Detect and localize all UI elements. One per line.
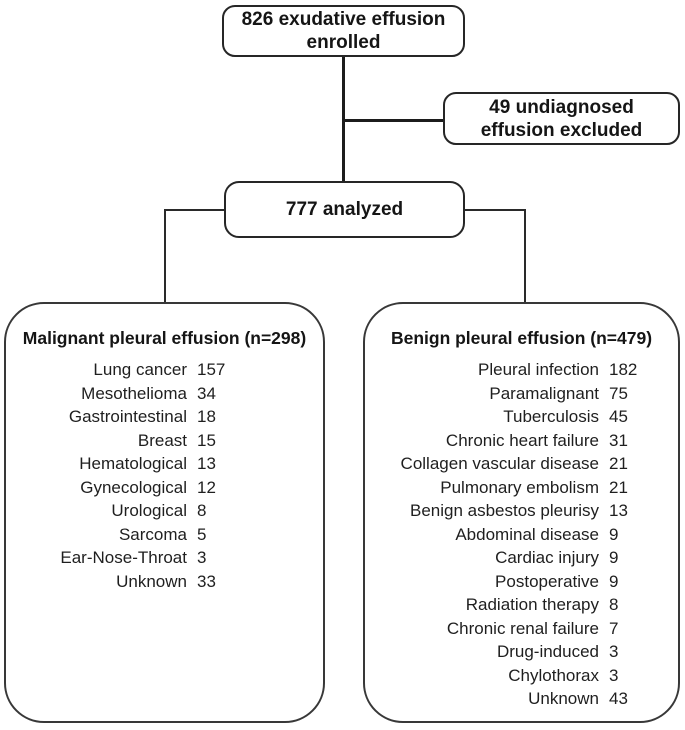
category-count: 9 xyxy=(609,524,619,544)
category-count: 182 xyxy=(609,360,638,379)
excluded-box-line1: 49 undiagnosed xyxy=(489,96,634,118)
list-item: Gastrointestinal 18 xyxy=(6,405,323,429)
list-item: Unknown 33 xyxy=(6,570,323,594)
list-item: Pulmonary embolism 21 xyxy=(365,476,678,500)
list-item: Gynecological 12 xyxy=(6,476,323,500)
category-count: 21 xyxy=(609,454,628,473)
category-label: Gastrointestinal xyxy=(68,407,187,426)
category-count: 5 xyxy=(197,524,207,544)
category-count: 13 xyxy=(609,501,628,520)
category-label: Chylothorax xyxy=(508,665,599,685)
category-count: 34 xyxy=(197,383,216,403)
list-item: Benign asbestos pleurisy 13 xyxy=(365,499,678,523)
excluded-box-line2: effusion excluded xyxy=(480,119,643,141)
category-count: 3 xyxy=(609,665,619,685)
category-count: 3 xyxy=(197,548,207,567)
category-label: Pleural infection xyxy=(478,360,599,379)
list-item: Breast 15 xyxy=(6,429,323,453)
category-count: 3 xyxy=(609,642,619,661)
list-item: Cardiac injury 9 xyxy=(365,546,678,570)
category-label: Pulmonary embolism xyxy=(440,477,599,497)
list-item: Chylothorax 3 xyxy=(365,664,678,688)
category-count: 21 xyxy=(609,477,628,497)
list-item: Unknown 43 xyxy=(365,687,678,711)
list-item: Paramalignant 75 xyxy=(365,382,678,406)
category-count: 18 xyxy=(197,407,216,426)
category-label: Unknown xyxy=(528,689,599,708)
category-label: Gynecological xyxy=(80,477,187,497)
category-count: 43 xyxy=(609,689,628,708)
category-count: 45 xyxy=(609,407,628,426)
list-item: Ear-Nose-Throat 3 xyxy=(6,546,323,570)
enrolled-box: 826 exudative effusion enrolled xyxy=(222,5,465,57)
category-label: Postoperative xyxy=(495,571,599,591)
list-item: Radiation therapy 8 xyxy=(365,593,678,617)
list-item: Drug-induced 3 xyxy=(365,640,678,664)
list-item: Chronic renal failure 7 xyxy=(365,617,678,641)
connector-branch-to-excluded xyxy=(344,119,443,122)
list-item: Mesothelioma 34 xyxy=(6,382,323,406)
category-count: 12 xyxy=(197,477,216,497)
enrolled-box-line1: 826 exudative effusion xyxy=(241,9,446,30)
list-item: Lung cancer 157 xyxy=(6,358,323,382)
category-count: 8 xyxy=(197,501,207,520)
list-item: Urological 8 xyxy=(6,499,323,523)
list-item: Tuberculosis 45 xyxy=(365,405,678,429)
category-count: 8 xyxy=(609,595,619,614)
category-count: 13 xyxy=(197,454,216,473)
connector-analyzed-right-vertical xyxy=(524,209,526,303)
category-label: Lung cancer xyxy=(93,360,187,379)
category-count: 7 xyxy=(609,618,619,638)
malignant-box-title: Malignant pleural effusion (n=298) xyxy=(22,328,307,348)
connector-enrolled-to-analyzed xyxy=(342,56,345,182)
category-count: 157 xyxy=(197,360,226,379)
benign-box: Benign pleural effusion (n=479) Pleural … xyxy=(363,302,680,723)
category-label: Chronic heart failure xyxy=(445,430,599,450)
list-item: Hematological 13 xyxy=(6,452,323,476)
category-label: Benign asbestos pleurisy xyxy=(409,501,599,520)
malignant-box: Malignant pleural effusion (n=298) Lung … xyxy=(4,302,325,723)
category-label: Abdominal disease xyxy=(455,524,599,544)
benign-box-title: Benign pleural effusion (n=479) xyxy=(390,328,653,348)
category-count: 75 xyxy=(609,383,628,403)
category-count: 31 xyxy=(609,430,628,450)
category-label: Hematological xyxy=(79,454,187,473)
category-label: Tuberculosis xyxy=(503,407,599,426)
list-item: Pleural infection 182 xyxy=(365,358,678,382)
category-count: 33 xyxy=(197,571,216,591)
category-label: Unknown xyxy=(116,571,187,591)
category-label: Chronic renal failure xyxy=(446,618,599,638)
category-count: 9 xyxy=(609,548,619,567)
category-count: 9 xyxy=(609,571,619,591)
enrolled-box-line2: enrolled xyxy=(306,32,381,53)
category-label: Cardiac injury xyxy=(495,548,599,567)
category-label: Paramalignant xyxy=(489,383,599,403)
list-item: Chronic heart failure 31 xyxy=(365,429,678,453)
category-label: Drug-induced xyxy=(496,642,599,661)
connector-analyzed-left-vertical xyxy=(164,209,166,303)
analyzed-box-label: 777 analyzed xyxy=(285,199,404,220)
list-item: Sarcoma 5 xyxy=(6,523,323,547)
category-label: Sarcoma xyxy=(118,524,187,544)
excluded-box: 49 undiagnosed effusion excluded xyxy=(443,92,680,145)
category-label: Collagen vascular disease xyxy=(400,454,599,473)
category-label: Urological xyxy=(111,501,187,520)
category-count: 15 xyxy=(197,430,216,450)
connector-analyzed-right-horizontal xyxy=(465,209,526,211)
analyzed-box: 777 analyzed xyxy=(224,181,465,238)
category-label: Ear-Nose-Throat xyxy=(60,548,187,567)
list-item: Postoperative 9 xyxy=(365,570,678,594)
connector-analyzed-left-horizontal xyxy=(164,209,224,211)
list-item: Abdominal disease 9 xyxy=(365,523,678,547)
category-label: Radiation therapy xyxy=(465,595,599,614)
category-label: Breast xyxy=(137,430,187,450)
category-label: Mesothelioma xyxy=(81,383,187,403)
list-item: Collagen vascular disease 21 xyxy=(365,452,678,476)
